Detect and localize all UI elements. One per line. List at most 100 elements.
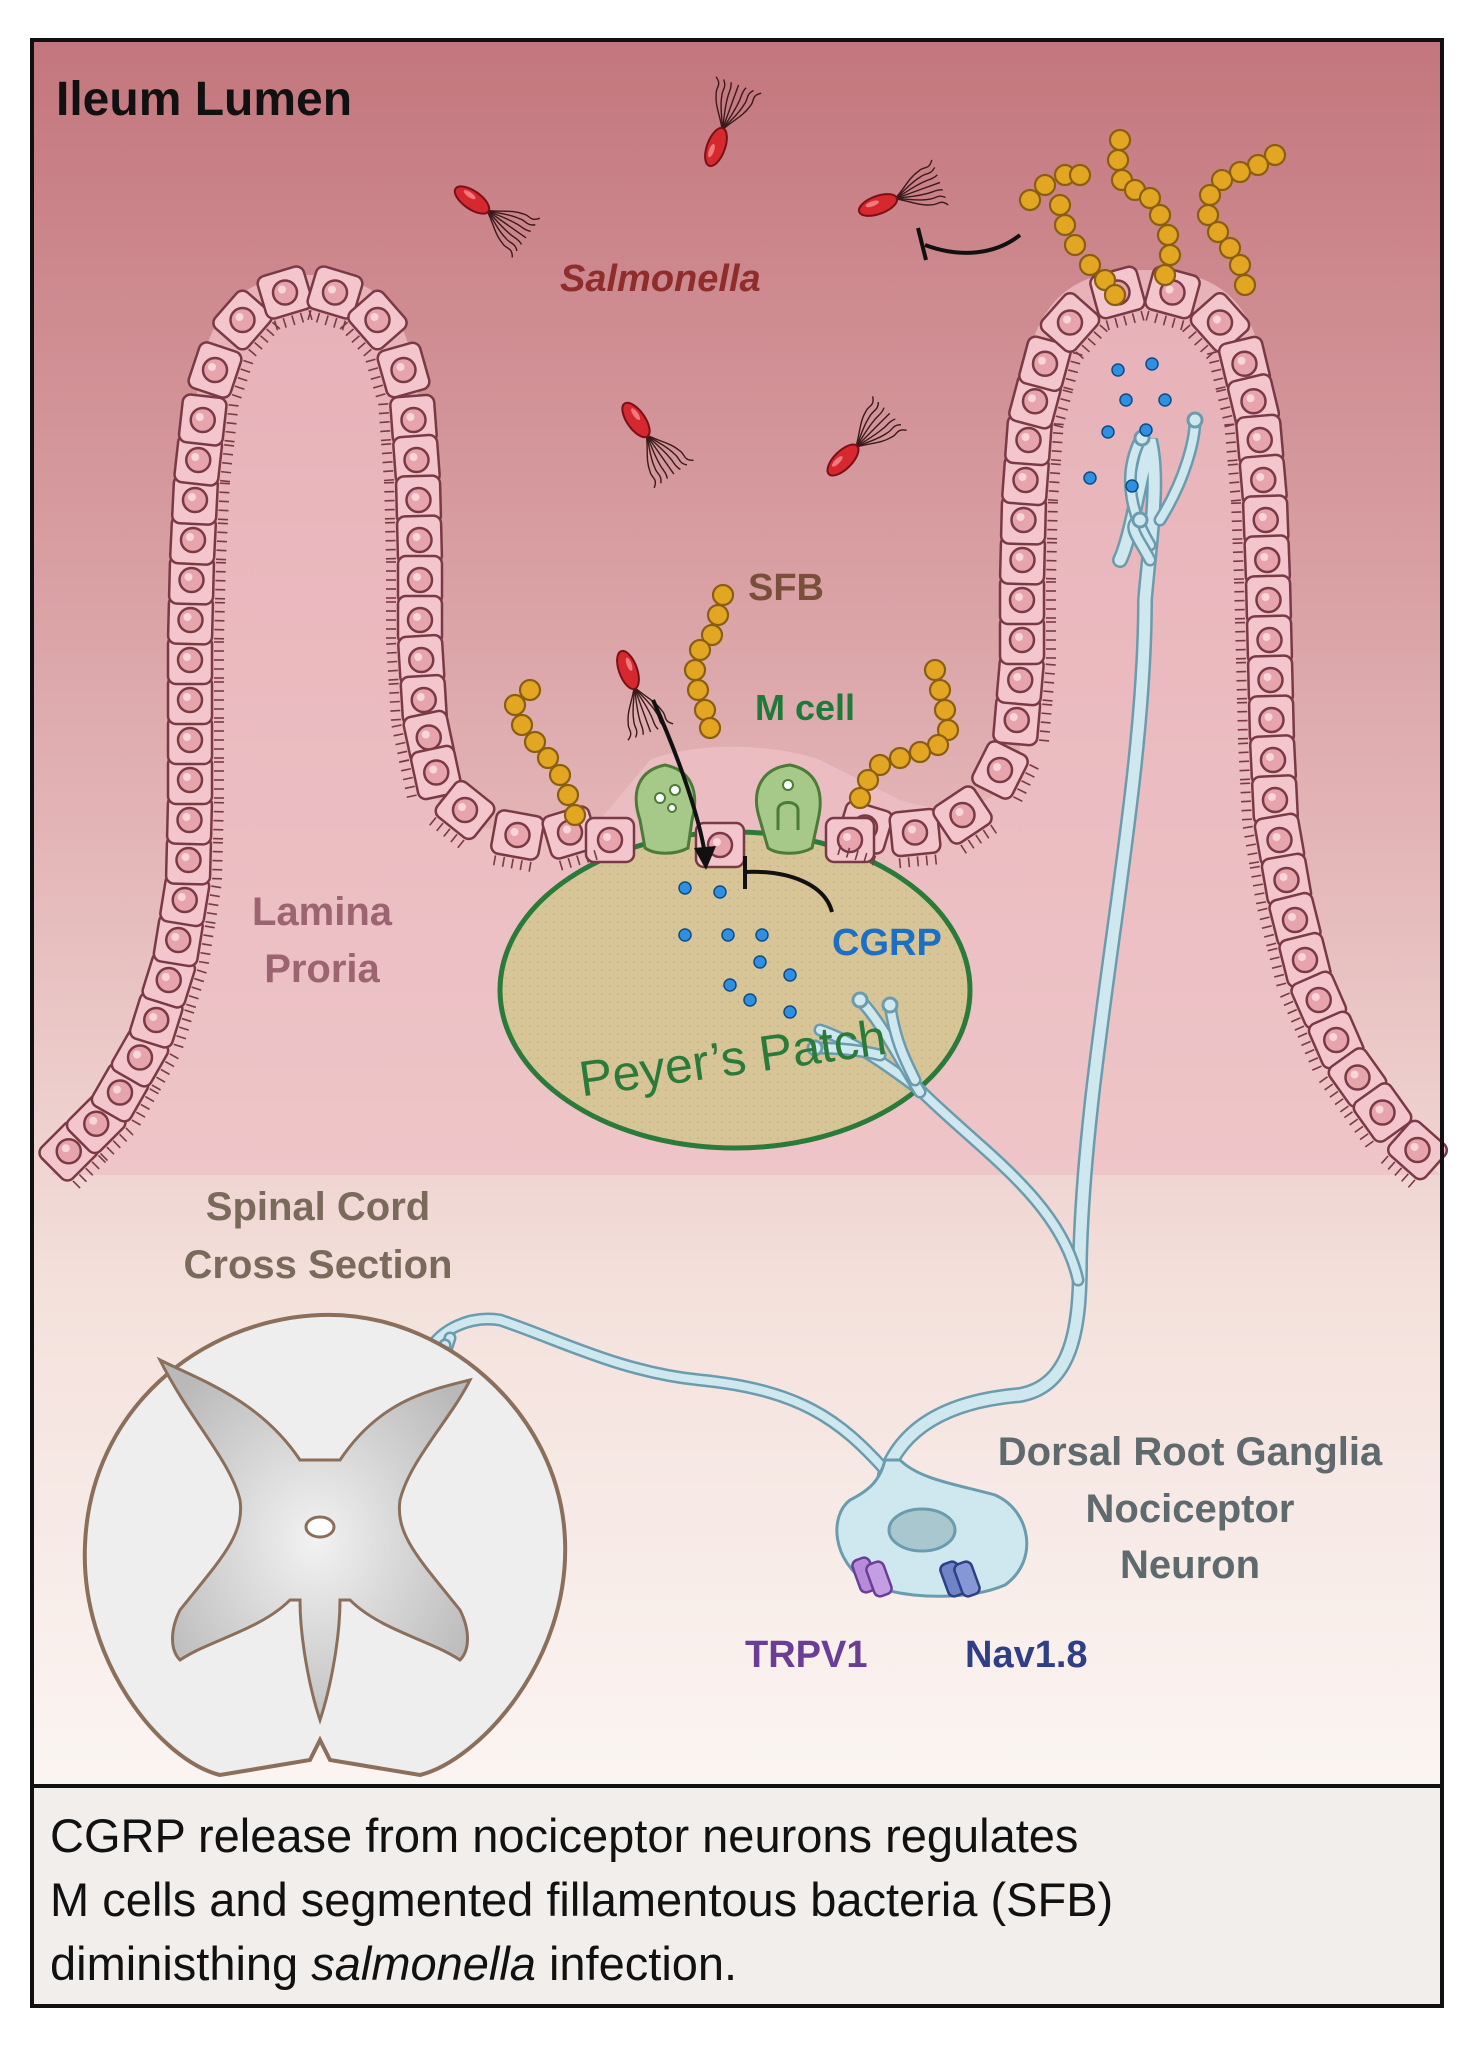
nerve-terminal	[1186, 411, 1204, 429]
epithelial-cell	[584, 816, 636, 864]
sfb-filament	[848, 658, 960, 810]
cgrp-dot	[713, 885, 727, 899]
epithelial-cell	[165, 794, 214, 846]
epithelial-cell	[173, 433, 224, 487]
caption-line-2: M cells and segmented fillamentous bacte…	[50, 1873, 1114, 1926]
nav18-channel	[939, 1560, 981, 1598]
epithelial-cell	[166, 714, 214, 766]
epithelial-cell	[177, 393, 228, 447]
epithelial-cell	[995, 653, 1045, 707]
epithelial-cell	[166, 594, 215, 646]
nerve-terminal	[1131, 511, 1149, 529]
epithelial-cell	[824, 816, 876, 864]
spinal-cord-cross-section	[82, 1312, 568, 1778]
cgrp-dot	[1101, 425, 1115, 439]
trpv1-label: TRPV1	[745, 1634, 867, 1676]
epithelial-cell	[396, 594, 444, 646]
spinal-grey-matter	[156, 1356, 473, 1725]
caption-italic-salmonella: salmonella	[311, 1937, 536, 1990]
m-cell-right	[755, 763, 822, 855]
epithelial-cell	[409, 744, 463, 801]
spinal-cord-label-2: Cross Section	[184, 1243, 453, 1287]
epithelial-cell	[164, 834, 213, 886]
epithelial-cell	[1235, 413, 1285, 467]
epithelial-cell	[166, 634, 214, 686]
drg-label-1: Dorsal Root Ganglia	[998, 1430, 1383, 1474]
microvilli-brush-border	[72, 310, 1416, 1189]
epithelial-cell	[167, 554, 216, 606]
epithelial-cell	[1039, 291, 1101, 354]
epithelial-cell	[376, 341, 431, 399]
cgrp-dot	[723, 978, 737, 992]
sfb-inhibition-salmonella	[916, 227, 1022, 261]
m-cell-label: M cell	[755, 687, 855, 728]
cgrp-label: CGRP	[832, 922, 942, 964]
cgrp-dot	[721, 928, 735, 942]
spinal-cord-label-1: Spinal Cord	[206, 1185, 430, 1229]
epithelial-cell	[932, 785, 993, 845]
cgrp-dot	[1083, 471, 1097, 485]
epithelial-cell	[1247, 694, 1296, 746]
salmonella-bacterium	[616, 649, 674, 741]
cgrp-dot	[753, 955, 767, 969]
cgrp-dot	[1125, 479, 1139, 493]
cgrp-inhibition-patch	[743, 856, 834, 913]
epithelial-layer	[38, 265, 1449, 1182]
epithelial-cell	[992, 693, 1042, 747]
epithelial-cell	[1244, 574, 1293, 626]
lamina-proria-label-1: Lamina	[252, 890, 393, 934]
salmonella-bacterium	[826, 396, 907, 477]
cgrp-dot	[743, 993, 757, 1007]
salmonella-entry-arrow	[651, 699, 716, 870]
epithelial-cell	[389, 393, 438, 447]
epithelial-cell	[166, 754, 214, 806]
epithelial-cell	[998, 614, 1046, 666]
drg-label-2: Nociceptor	[1086, 1487, 1295, 1531]
salmonella-bacterium	[453, 185, 541, 258]
epithelial-cell	[998, 534, 1047, 586]
epithelial-cell	[347, 289, 408, 351]
epithelial-cell	[1253, 812, 1306, 868]
cgrp-molecules	[678, 357, 1172, 1019]
salmonella-bacterium	[704, 76, 762, 168]
nav18-label: Nav1.8	[965, 1634, 1088, 1676]
drg-neuron-body	[835, 1458, 1029, 1598]
cgrp-dot	[1145, 357, 1159, 371]
cgrp-dot	[783, 968, 797, 982]
neuron-nucleus	[887, 1507, 957, 1553]
cgrp-dot	[1139, 423, 1153, 437]
cgrp-dot	[1111, 363, 1125, 377]
drg-label-3: Neuron	[1120, 1543, 1260, 1587]
epithelial-cell	[392, 433, 441, 487]
nerve-terminal	[881, 996, 899, 1014]
epithelial-cell	[394, 474, 443, 526]
epithelial-cell	[306, 265, 364, 320]
epithelial-cell	[187, 341, 243, 399]
epithelial-cell	[971, 740, 1029, 800]
central-canal	[304, 1515, 336, 1539]
peyers-patch-texture	[503, 835, 967, 1145]
epithelial-cell	[1238, 453, 1288, 507]
cgrp-dot	[755, 928, 769, 942]
sfb-filament	[1196, 143, 1287, 297]
epithelial-cell	[434, 779, 496, 841]
caption-text: CGRP release from nociceptor neurons reg…	[32, 1786, 1442, 2006]
epithelial-cell	[141, 951, 197, 1009]
salmonella-bacterium	[621, 401, 694, 489]
sfb-filament	[1106, 128, 1182, 287]
m-cell-left	[634, 763, 697, 855]
epithelial-cell	[1250, 774, 1300, 826]
cgrp-dot	[678, 928, 692, 942]
salmonella-label: Salmonella	[560, 258, 761, 300]
sfb-filament	[683, 583, 735, 740]
nerve-terminal	[806, 1039, 824, 1057]
epithelial-cell	[395, 514, 444, 566]
epithelial-cell	[256, 265, 314, 320]
sfb-filament	[1018, 163, 1127, 307]
caption-line-3: diministhing salmonella infection.	[50, 1937, 738, 1990]
epithelial-cell	[396, 554, 444, 606]
ileum-lumen-label: Ileum Lumen	[56, 73, 352, 126]
caption-box-bg	[32, 1786, 1442, 2006]
epithelial-cell	[888, 807, 942, 858]
